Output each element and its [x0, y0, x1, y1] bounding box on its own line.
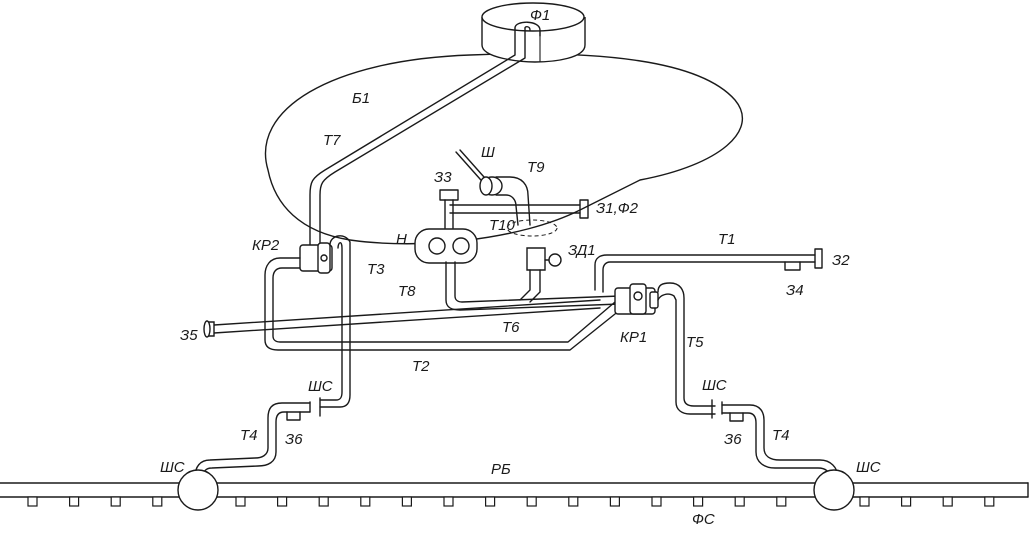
label-z3: З3	[434, 169, 452, 186]
label-shs-left-upper: ШС	[308, 378, 333, 395]
plug-z6-left	[286, 411, 301, 421]
frame-tooth	[609, 496, 621, 507]
label-z4: З4	[786, 282, 804, 299]
pipe-z1f2	[449, 199, 589, 219]
connector-shs-right-lower	[813, 469, 855, 511]
frame-tooth	[651, 496, 662, 507]
label-shs-right-upper: ШС	[702, 377, 727, 394]
label-t10: Т10	[489, 217, 516, 234]
connector-shs-right-upper	[711, 399, 723, 419]
label-fs: ФС	[692, 511, 715, 528]
valve-zd1	[526, 247, 562, 271]
frame-tooth	[485, 496, 496, 507]
frame-tooth	[235, 496, 246, 507]
label-t8: Т8	[398, 283, 416, 300]
pipe-t4-left	[194, 402, 311, 479]
frame-tooth	[568, 496, 579, 507]
frame-tooth	[110, 496, 121, 507]
label-z6-left: З6	[285, 431, 303, 448]
pipe-t7	[309, 21, 541, 246]
label-sh: Ш	[481, 144, 495, 161]
label-z2: З2	[832, 252, 850, 269]
frame-tooth	[318, 496, 329, 507]
frame-tooth	[68, 496, 80, 507]
connector-shs-left-lower	[177, 469, 219, 511]
label-rb: РБ	[491, 461, 511, 478]
frame-tooth	[277, 496, 288, 507]
label-z5: З5	[180, 327, 198, 344]
frame-tooth	[526, 496, 537, 507]
pipe-t9	[495, 176, 531, 226]
label-f1: Ф1	[530, 7, 550, 24]
frame-tooth	[734, 496, 745, 507]
pipe-t2	[264, 257, 621, 351]
label-z6-right: З6	[724, 431, 742, 448]
label-shs-right-lower: ШС	[856, 459, 881, 476]
frame-tooth	[443, 496, 454, 507]
label-t7: Т7	[323, 132, 341, 149]
label-t3: Т3	[367, 261, 385, 278]
label-t2: Т2	[412, 358, 430, 375]
frame-tooth	[401, 496, 412, 507]
plug-z6-right	[729, 412, 744, 422]
valve-kr2	[299, 242, 333, 274]
plug-z4	[784, 261, 801, 271]
pipe-t3	[319, 235, 351, 408]
pipe-t6	[445, 261, 621, 311]
frame-rb	[0, 482, 1029, 498]
label-t6: Т6	[502, 319, 520, 336]
pump-n	[414, 228, 478, 264]
label-t5: Т5	[686, 334, 704, 351]
label-z1f2: З1,Ф2	[596, 200, 639, 217]
frame-tooth	[27, 496, 38, 507]
label-kr2: КР2	[252, 237, 280, 254]
frame-fs-teeth	[27, 496, 995, 507]
label-n: Н	[396, 231, 407, 248]
label-b1: Б1	[352, 90, 370, 107]
frame-tooth	[942, 496, 953, 507]
connector-shs-left-upper	[309, 397, 321, 417]
filter-f1	[481, 2, 586, 63]
tank-b1	[264, 53, 744, 245]
frame-tooth	[984, 496, 995, 507]
label-kr1: КР1	[620, 329, 647, 346]
label-t9: Т9	[527, 159, 545, 176]
breather-sh	[455, 149, 503, 196]
frame-tooth	[360, 496, 371, 507]
frame-tooth	[859, 496, 870, 507]
pipe-t5	[657, 282, 716, 415]
pipe-t10	[506, 219, 558, 237]
label-t4-left: Т4	[240, 427, 258, 444]
frame-tooth	[692, 496, 704, 507]
label-zd1: ЗД1	[568, 242, 596, 259]
pipe-t8	[203, 299, 601, 338]
pipe-t4-right	[721, 404, 839, 479]
plug-z3	[439, 189, 459, 229]
frame-tooth	[776, 496, 787, 507]
label-shs-left-lower: ШС	[160, 459, 185, 476]
pipe-t1	[594, 248, 823, 293]
label-t1: Т1	[718, 231, 736, 248]
label-t4-right: Т4	[772, 427, 790, 444]
valve-kr1	[614, 283, 659, 315]
frame-tooth	[152, 496, 163, 507]
frame-tooth	[900, 496, 912, 507]
